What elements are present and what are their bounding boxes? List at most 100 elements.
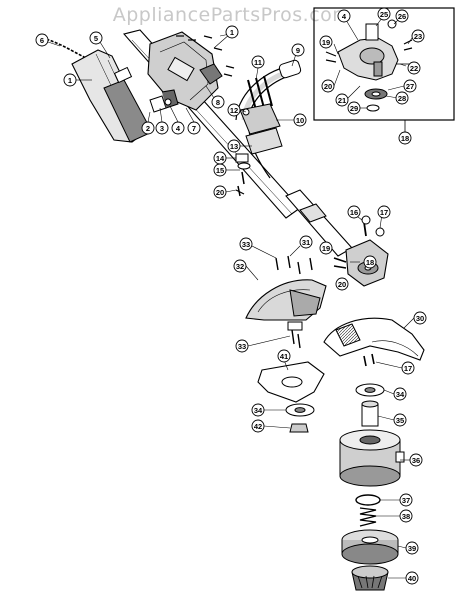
svg-text:25: 25	[380, 10, 388, 19]
inset-box	[313, 7, 455, 132]
svg-text:42: 42	[254, 422, 262, 431]
callout-33b: 33	[235, 339, 249, 353]
callout-32: 32	[233, 259, 247, 273]
callout-4-inset: 4	[337, 9, 351, 23]
cutter-guard	[323, 317, 425, 367]
callout-3: 3	[155, 121, 169, 135]
callout-33a: 33	[239, 237, 253, 251]
callout-38: 38	[399, 509, 413, 523]
callout-12: 12	[227, 103, 241, 117]
callout-20: 20	[213, 185, 227, 199]
svg-text:26: 26	[398, 12, 406, 21]
guard	[245, 255, 327, 349]
callout-1b: 1	[225, 25, 239, 39]
callout-7: 7	[187, 121, 201, 135]
callout-41: 41	[277, 349, 291, 363]
callouts: 1 1 2 3 4 5 6 7 8 9 10 11 12 13 14 15 20…	[35, 7, 427, 585]
svg-text:15: 15	[216, 166, 224, 175]
svg-text:33: 33	[242, 240, 250, 249]
blade	[257, 361, 325, 403]
svg-text:39: 39	[408, 544, 416, 553]
ring	[355, 494, 381, 506]
svg-text:20: 20	[338, 280, 346, 289]
callout-20b: 20	[335, 277, 349, 291]
svg-text:30: 30	[416, 314, 424, 323]
callout-4: 4	[171, 121, 185, 135]
svg-text:10: 10	[296, 116, 304, 125]
svg-text:1: 1	[68, 76, 72, 85]
callout-15: 15	[213, 163, 227, 177]
callout-22: 22	[407, 61, 421, 75]
callout-31: 31	[299, 235, 313, 249]
callout-26: 26	[395, 9, 409, 23]
callout-29: 29	[347, 101, 361, 115]
callout-35: 35	[393, 413, 407, 427]
screws-top	[176, 35, 235, 77]
callout-11: 11	[251, 55, 265, 69]
callout-19: 19	[319, 35, 333, 49]
callout-39: 39	[405, 541, 419, 555]
svg-text:40: 40	[408, 574, 416, 583]
svg-text:29: 29	[350, 104, 358, 113]
callout-5: 5	[89, 31, 103, 45]
svg-text:5: 5	[94, 34, 98, 43]
callout-6: 6	[35, 33, 49, 47]
svg-text:19: 19	[322, 244, 330, 253]
spacer	[361, 400, 379, 427]
svg-text:41: 41	[280, 352, 288, 361]
svg-text:4: 4	[176, 124, 181, 133]
svg-text:27: 27	[406, 82, 414, 91]
svg-text:7: 7	[192, 124, 196, 133]
lower-shaft	[285, 189, 353, 257]
callout-42: 42	[251, 419, 265, 433]
callout-40: 40	[405, 571, 419, 585]
spool	[341, 529, 399, 565]
svg-text:9: 9	[296, 46, 300, 55]
callout-21: 21	[335, 93, 349, 107]
callout-37: 37	[399, 493, 413, 507]
spring	[359, 507, 377, 527]
callout-13: 13	[227, 139, 241, 153]
washer-left	[285, 403, 315, 433]
callout-10: 10	[293, 113, 307, 127]
svg-text:38: 38	[402, 512, 410, 521]
callout-19b: 19	[319, 241, 333, 255]
callout-34b: 34	[251, 403, 265, 417]
cord-line	[41, 37, 87, 59]
svg-text:2: 2	[146, 124, 150, 133]
clamp-bolts	[247, 75, 273, 111]
svg-text:4: 4	[342, 12, 347, 21]
svg-text:34: 34	[396, 390, 405, 399]
handle-assembly	[71, 49, 179, 143]
callout-9: 9	[291, 43, 305, 57]
callout-17a: 17	[377, 205, 391, 219]
svg-text:18: 18	[366, 258, 374, 267]
watermark: AppliancePartsPros.com	[112, 4, 352, 26]
svg-text:20: 20	[216, 188, 224, 197]
callout-25: 25	[377, 7, 391, 21]
callout-28: 28	[395, 91, 409, 105]
svg-text:23: 23	[414, 32, 422, 41]
svg-text:11: 11	[254, 58, 262, 67]
svg-text:28: 28	[398, 94, 406, 103]
svg-text:13: 13	[230, 142, 238, 151]
callout-34a: 34	[393, 387, 407, 401]
svg-text:20: 20	[324, 82, 332, 91]
callout-18b: 18	[363, 255, 377, 269]
svg-text:21: 21	[338, 96, 346, 105]
callout-1: 1	[63, 73, 77, 87]
callout-14: 14	[213, 151, 227, 165]
svg-text:17: 17	[404, 364, 412, 373]
spool-housing	[339, 429, 405, 487]
svg-text:33: 33	[238, 342, 246, 351]
callout-27: 27	[403, 79, 417, 93]
callout-18: 18	[398, 131, 412, 145]
svg-text:14: 14	[216, 154, 225, 163]
leader-lines	[47, 17, 415, 579]
callout-23: 23	[411, 29, 425, 43]
svg-text:18: 18	[401, 134, 409, 143]
svg-text:31: 31	[302, 238, 310, 247]
svg-text:3: 3	[160, 124, 164, 133]
